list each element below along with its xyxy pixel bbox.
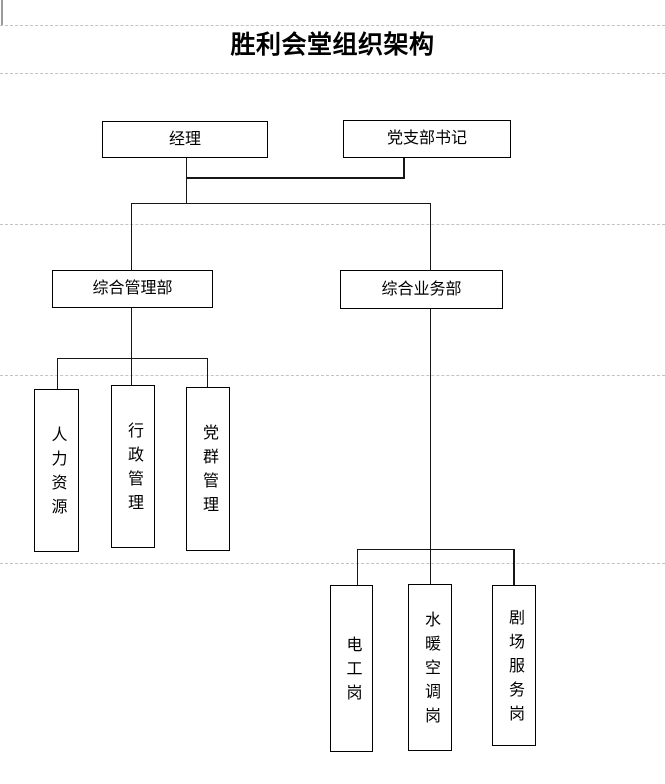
connector-line [130,202,132,271]
connector-line [206,357,208,388]
org-node-party-masses-management-label: 党群管理 [200,424,217,520]
document-gridline [0,563,665,564]
connector-line [56,357,208,359]
connector-line [130,308,132,358]
org-node-plumbing-hvac-post: 水暖空调岗 [408,584,452,751]
org-node-electrician-post-label: 电工岗 [343,635,361,708]
org-node-plumbing-hvac-post-label: 水暖空调岗 [422,610,439,731]
connector-line [130,202,431,204]
connector-line [185,158,187,178]
org-node-general-management-dept: 综合管理部 [52,270,213,308]
org-node-manager-label: 经理 [168,130,201,148]
org-node-general-business-dept-label: 综合业务部 [381,280,462,298]
org-node-theater-service-post: 剧场服务岗 [492,585,536,746]
org-node-human-resources-label: 人力资源 [48,425,66,522]
connector-line [429,202,431,271]
connector-line [56,357,58,390]
org-node-general-business-dept: 综合业务部 [340,270,503,309]
connector-line [185,177,405,179]
org-node-human-resources: 人力资源 [34,389,79,552]
connector-line [429,309,431,549]
page-edge-mark [1,0,3,25]
document-gridline [0,25,665,26]
connector-line [429,548,431,585]
org-node-administrative-management-label: 行政管理 [125,421,142,518]
org-node-electrician-post: 电工岗 [330,585,373,752]
org-node-theater-service-post-label: 剧场服务岗 [506,608,523,729]
document-gridline [0,224,665,225]
org-node-manager: 经理 [102,121,268,158]
org-node-party-masses-management: 党群管理 [186,387,230,551]
connector-line [356,548,358,586]
connector-line [185,177,187,203]
connector-line [130,357,132,386]
document-gridline [0,73,665,74]
org-node-party-branch-secretary-label: 党支部书记 [386,130,467,147]
org-node-administrative-management: 行政管理 [111,385,155,548]
chart-title: 胜利会堂组织架构 [230,32,435,59]
connector-line [513,548,515,586]
connector-line [403,158,405,178]
connector-line [356,548,515,550]
org-node-general-management-dept-label: 综合管理部 [92,280,173,297]
org-node-party-branch-secretary: 党支部书记 [343,120,511,158]
document-gridline [0,375,665,376]
